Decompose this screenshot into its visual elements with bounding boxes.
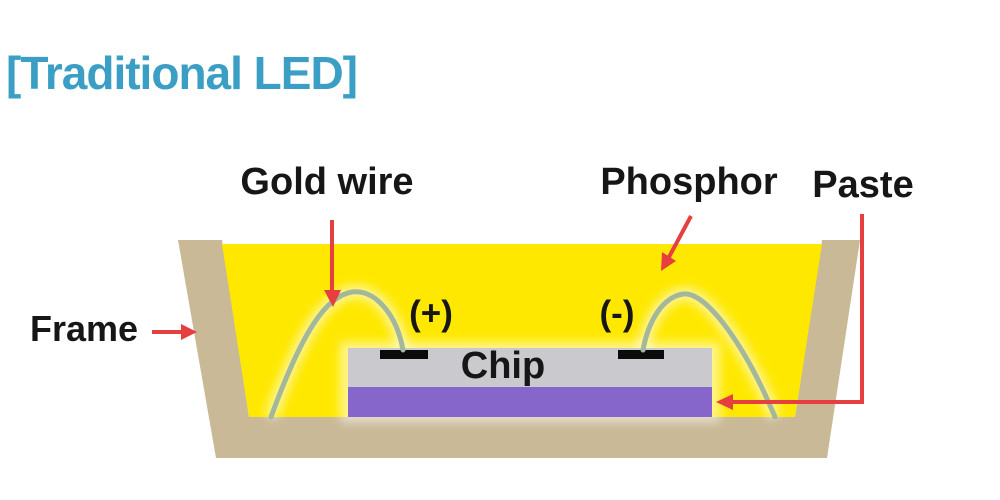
- diagram-title: [Traditional LED]: [6, 47, 358, 99]
- phosphor-arrow: [661, 215, 693, 271]
- chip-label: Chip: [460, 345, 546, 387]
- paste-layer: [348, 387, 712, 417]
- anode-pad: [380, 350, 428, 359]
- paste-arrow: [716, 214, 864, 410]
- left-gold-wire: [268, 289, 406, 420]
- right-gold-wire: [640, 291, 778, 420]
- cathode-label: (-): [599, 294, 635, 333]
- paste-label: Paste: [812, 164, 914, 206]
- gold-wire-label: Gold wire: [240, 161, 414, 203]
- gold-wire-arrow: [324, 220, 341, 307]
- anode-label: (+): [409, 294, 453, 333]
- frame-arrow: [152, 324, 197, 340]
- frame-label: Frame: [29, 308, 139, 349]
- cathode-pad: [618, 350, 664, 359]
- frame-shape: [178, 240, 860, 458]
- phosphor-label: Phosphor: [600, 161, 778, 203]
